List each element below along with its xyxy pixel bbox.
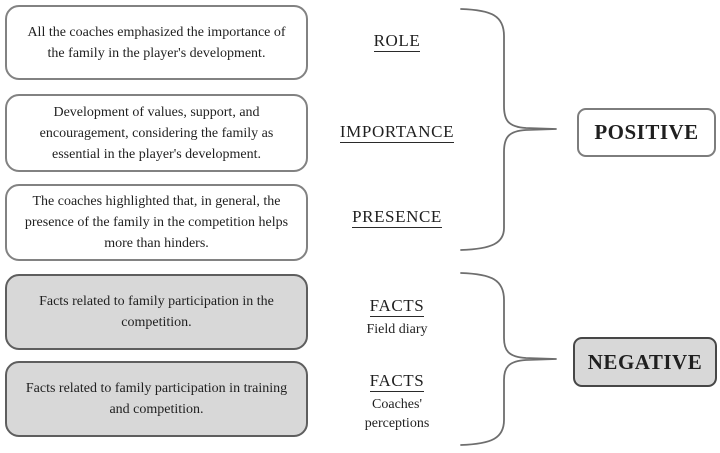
theme-title: ROLE: [373, 31, 421, 52]
theme-label-facts-field-diary: FACTS Field diary: [330, 294, 464, 339]
theme-subtitle: Coaches' perceptions: [364, 397, 430, 431]
theme-label-role: ROLE: [330, 29, 464, 53]
category-box-facts-coaches: Facts related to family participation in…: [5, 361, 308, 437]
category-box-facts-field-diary: Facts related to family participation in…: [5, 274, 308, 350]
theme-title: FACTS: [369, 371, 425, 392]
brace-positive: [460, 8, 557, 251]
theme-subtitle: Field diary: [366, 322, 428, 337]
category-box-importance: Development of values, support, and enco…: [5, 94, 308, 172]
theme-title: FACTS: [369, 296, 425, 317]
theme-title: IMPORTANCE: [339, 122, 455, 143]
theme-label-importance: IMPORTANCE: [330, 120, 464, 144]
outcome-box-negative: NEGATIVE: [573, 337, 717, 387]
theme-label-facts-coaches: FACTS Coaches' perceptions: [330, 369, 464, 433]
outcome-box-positive: POSITIVE: [577, 108, 716, 157]
theme-label-presence: PRESENCE: [330, 205, 464, 229]
brace-negative: [460, 272, 557, 446]
theme-title: PRESENCE: [352, 207, 442, 228]
category-box-role: All the coaches emphasized the importanc…: [5, 5, 308, 80]
category-box-presence: The coaches highlighted that, in general…: [5, 184, 308, 261]
